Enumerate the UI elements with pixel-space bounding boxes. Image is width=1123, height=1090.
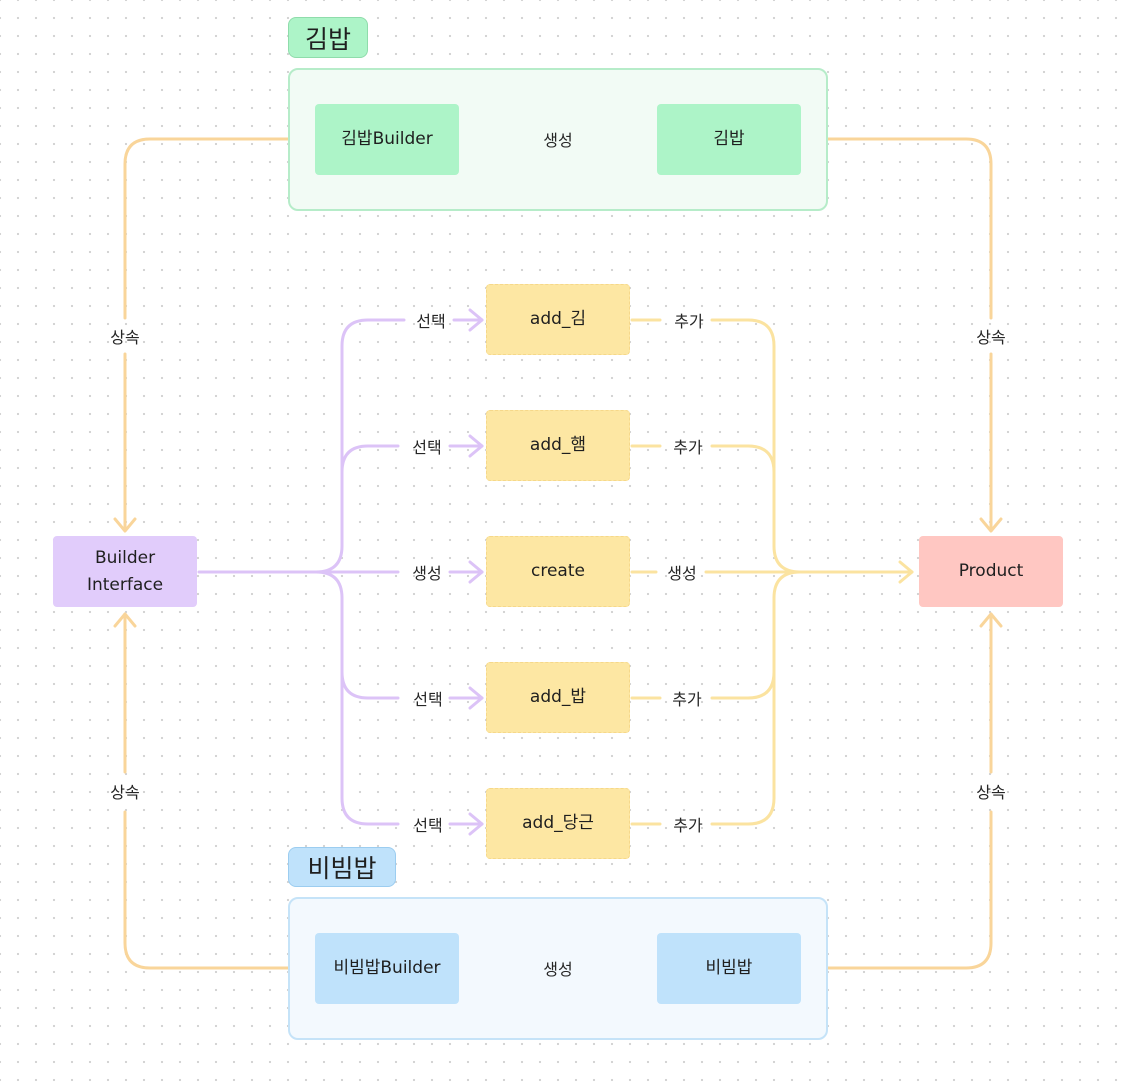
method-node-add-kim[interactable]: add_김: [486, 284, 630, 355]
kimbap-product-inherit-arrow: [979, 517, 1003, 533]
product-node[interactable]: Product: [919, 536, 1063, 607]
join-edge-add-carrot: [630, 670, 776, 826]
bibimbap-create-label: 생성: [543, 960, 573, 979]
create-out-label: 생성: [667, 564, 697, 583]
fan-arrow-add-ham: [468, 434, 484, 458]
select-label-add-kim: 선택: [416, 312, 446, 331]
add-label-add-carrot: 추가: [673, 816, 703, 835]
kimbap-product-node[interactable]: 김밥: [657, 104, 801, 175]
select-label-add-carrot: 선택: [413, 816, 443, 835]
fan-arrow-add-bap: [468, 686, 484, 710]
method-node-add-bap[interactable]: add_밥: [486, 662, 630, 733]
bibimbap-builder-inherit-edge: [123, 810, 316, 970]
kimbap-product-inherit-edge: [802, 137, 993, 320]
fan-arrow-add-carrot: [468, 812, 484, 836]
join-edge-add-ham: [630, 444, 776, 474]
method-node-add-carrot[interactable]: add_당근: [486, 788, 630, 859]
inherit-label-bottom-left: 상속: [110, 783, 140, 802]
bibimbap-product-inherit-edge: [802, 810, 993, 970]
fan-edge-add-ham: [340, 444, 484, 474]
fan-arrow-add-kim: [468, 308, 484, 332]
bibimbap-builder-node[interactable]: 비빔밥Builder: [315, 933, 459, 1004]
bibimbap-product-node[interactable]: 비빔밥: [657, 933, 801, 1004]
add-label-add-kim: 추가: [674, 312, 704, 331]
bibimbap-group-title: 비빔밥: [288, 847, 396, 887]
inherit-label-bottom-right: 상속: [976, 783, 1006, 802]
join-edge-add-kim: [630, 318, 802, 574]
kimbap-builder-inherit-edge: [123, 137, 316, 320]
kimbap-create-label: 생성: [543, 131, 573, 150]
kimbap-builder-node[interactable]: 김밥Builder: [315, 104, 459, 175]
inherit-label-top-right: 상속: [976, 328, 1006, 347]
fan-arrow-create: [468, 560, 484, 584]
add-label-add-bap: 추가: [672, 690, 702, 709]
builder-interface-node[interactable]: Builder Interface: [53, 536, 197, 607]
fan-edge-add-kim: [314, 318, 484, 574]
create-in-label: 생성: [412, 564, 442, 583]
product-arrow: [898, 560, 914, 584]
bibimbap-builder-inherit-arrow: [113, 612, 137, 628]
kimbap-builder-inherit-arrow: [113, 517, 137, 533]
method-node-add-ham[interactable]: add_햄: [486, 410, 630, 481]
select-label-add-bap: 선택: [413, 690, 443, 709]
add-label-add-ham: 추가: [673, 438, 703, 457]
select-label-add-ham: 선택: [412, 438, 442, 457]
kimbap-group-title: 김밥: [288, 17, 368, 58]
fan-edge-add-carrot: [340, 670, 484, 826]
method-node-create[interactable]: create: [486, 536, 630, 607]
builder-interface-line2: Interface: [86, 574, 164, 595]
inherit-label-top-left: 상속: [110, 328, 140, 347]
builder-interface-line1: Builder: [94, 547, 156, 568]
bibimbap-product-inherit-arrow: [979, 612, 1003, 628]
